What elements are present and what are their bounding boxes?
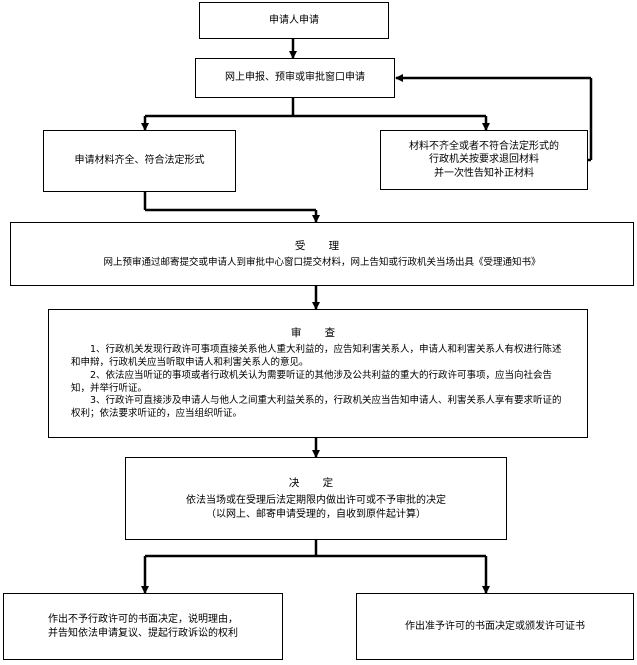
node-accept-title: 受 理 — [294, 239, 350, 252]
node-incomplete: 材料不齐全或者不符合法定形式的 行政机关按要求退回材料 并一次性告知补正材料 — [380, 130, 588, 190]
node-review: 审 查 1、行政机关发现行政许可事项直接关系他人重大利益的，应告知利害关系人，申… — [48, 309, 588, 438]
review-item: 3、行政许可直接涉及申请人与他人之间重大利益关系的，行政机关应当告知申请人、利害… — [71, 395, 562, 420]
node-apply: 申请人申请 — [199, 2, 389, 39]
node-complete-text: 申请材料齐全、符合法定形式 — [74, 155, 205, 167]
node-decide: 决 定 依法当场或在受理后法定期限内做出许可或不予审批的决定 （以网上、邮寄申请… — [125, 457, 507, 540]
node-submit: 网上申报、预审或审批窗口申请 — [195, 58, 395, 98]
node-accept: 受 理 网上预审通过邮寄提交或申请人到审批中心窗口提交材料，网上告知或行政机关当… — [10, 222, 634, 286]
node-deny-text: 作出不予行政许可的书面决定，说明理由， 并告知依法申请复议、提起行政诉讼的权利 — [48, 614, 238, 639]
review-item: 1、行政机关发现行政许可事项直接关系他人重大利益的，应告知利害关系人，申请人和利… — [71, 344, 562, 368]
node-grant-text: 作出准予许可的书面决定或颁发许可证书 — [405, 620, 585, 632]
node-decide-title: 决 定 — [288, 476, 344, 489]
node-review-title: 审 查 — [290, 326, 346, 339]
node-deny: 作出不予行政许可的书面决定，说明理由， 并告知依法申请复议、提起行政诉讼的权利 — [3, 593, 283, 660]
node-grant: 作出准予许可的书面决定或颁发许可证书 — [356, 593, 634, 660]
node-apply-text: 申请人申请 — [269, 14, 319, 26]
node-complete: 申请材料齐全、符合法定形式 — [43, 130, 236, 192]
node-incomplete-text: 材料不齐全或者不符合法定形式的 行政机关按要求退回材料 并一次性告知补正材料 — [409, 140, 559, 179]
review-item: 2、依法应当听证的事项或者行政机关认为需要听证的其他涉及公共利益的重大的行政许可… — [71, 369, 553, 394]
node-submit-text: 网上申报、预审或审批窗口申请 — [225, 72, 365, 84]
node-decide-body: 依法当场或在受理后法定期限内做出许可或不予审批的决定 （以网上、邮寄申请受理的，… — [186, 495, 446, 520]
node-accept-body: 网上预审通过邮寄提交或申请人到审批中心窗口提交材料，网上告知或行政机关当场出具《… — [103, 256, 541, 268]
